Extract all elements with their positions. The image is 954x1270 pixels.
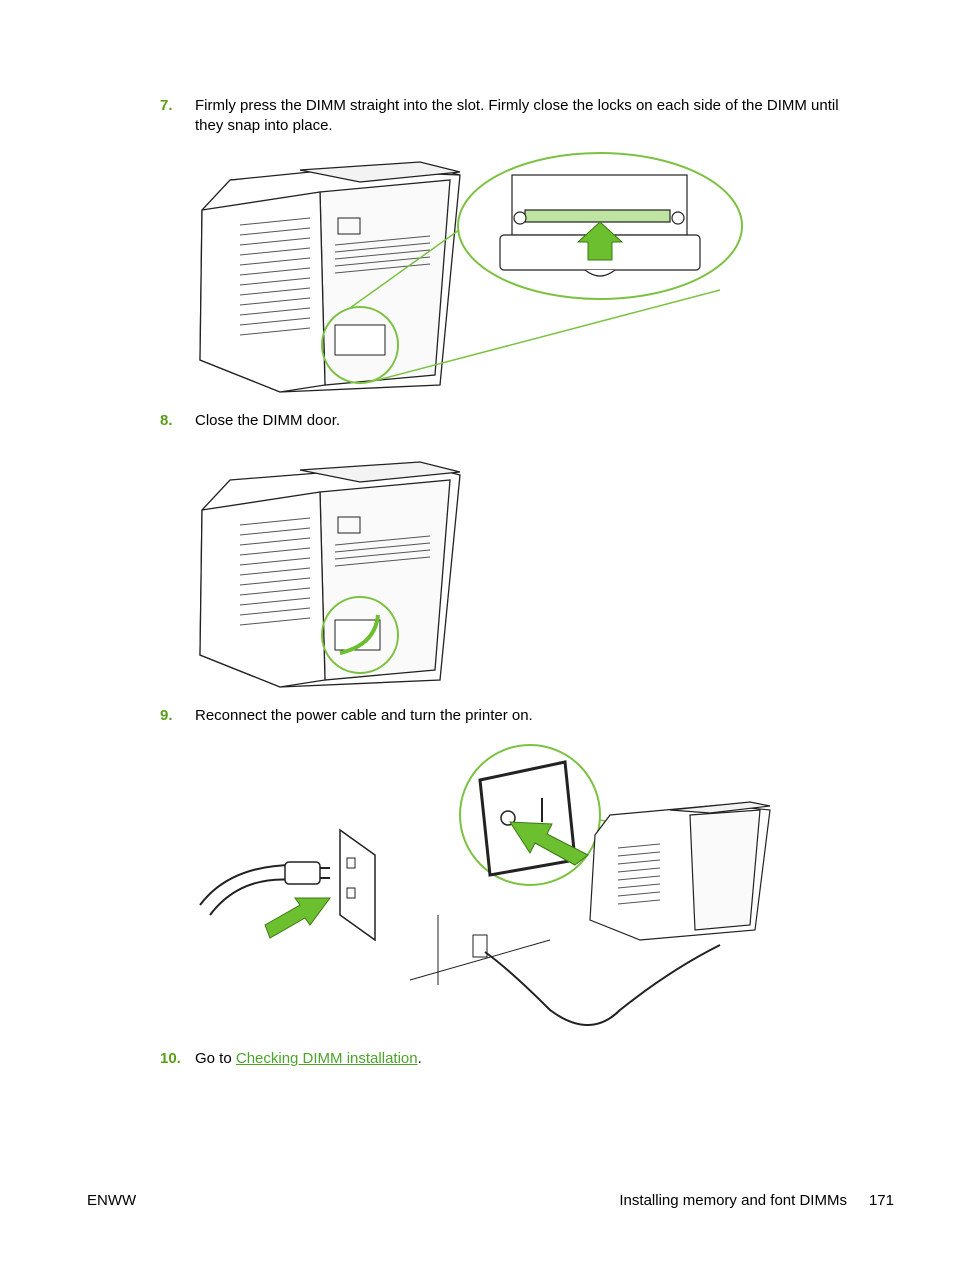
printer-illustration (589, 801, 771, 941)
step-number: 9. (160, 707, 173, 724)
figure-close-door (199, 461, 461, 688)
printer-illustration (199, 161, 461, 393)
printer-illustration (199, 461, 461, 688)
plug-icon (284, 861, 321, 885)
dimm-slot-closeup (499, 174, 701, 277)
callout-circle (321, 596, 399, 674)
wall-outlet-icon (339, 828, 376, 942)
step-text-after: . (417, 1050, 422, 1067)
close-arrow-icon (339, 614, 380, 655)
step-text: Reconnect the power cable and turn the p… (195, 707, 533, 724)
footer-right: Installing memory and font DIMMs 171 (619, 1192, 894, 1209)
callout-circle-small (321, 306, 399, 384)
checking-dimm-installation-link[interactable]: Checking DIMM installation (235, 1050, 418, 1067)
figure-dimm-install (199, 152, 743, 393)
figure-reconnect-power (199, 744, 771, 1026)
step-number: 10. (160, 1050, 181, 1067)
insert-arrow-icon (576, 221, 624, 261)
step-text-before: Go to (195, 1050, 236, 1067)
page-number: 171 (868, 1192, 894, 1209)
step-text: Close the DIMM door. (195, 412, 341, 429)
step-text: Go to Checking DIMM installation. (195, 1049, 855, 1069)
plug-in-arrow-icon (264, 897, 331, 939)
power-on-arrow-icon (509, 821, 589, 866)
footer-section-title: Installing memory and font DIMMs (619, 1192, 847, 1209)
footer-left: ENWW (87, 1192, 137, 1209)
step-text: Firmly press the DIMM straight into the … (195, 97, 839, 134)
step-number: 8. (160, 412, 173, 429)
power-switch-icon (478, 760, 577, 877)
step-number: 7. (160, 97, 173, 114)
